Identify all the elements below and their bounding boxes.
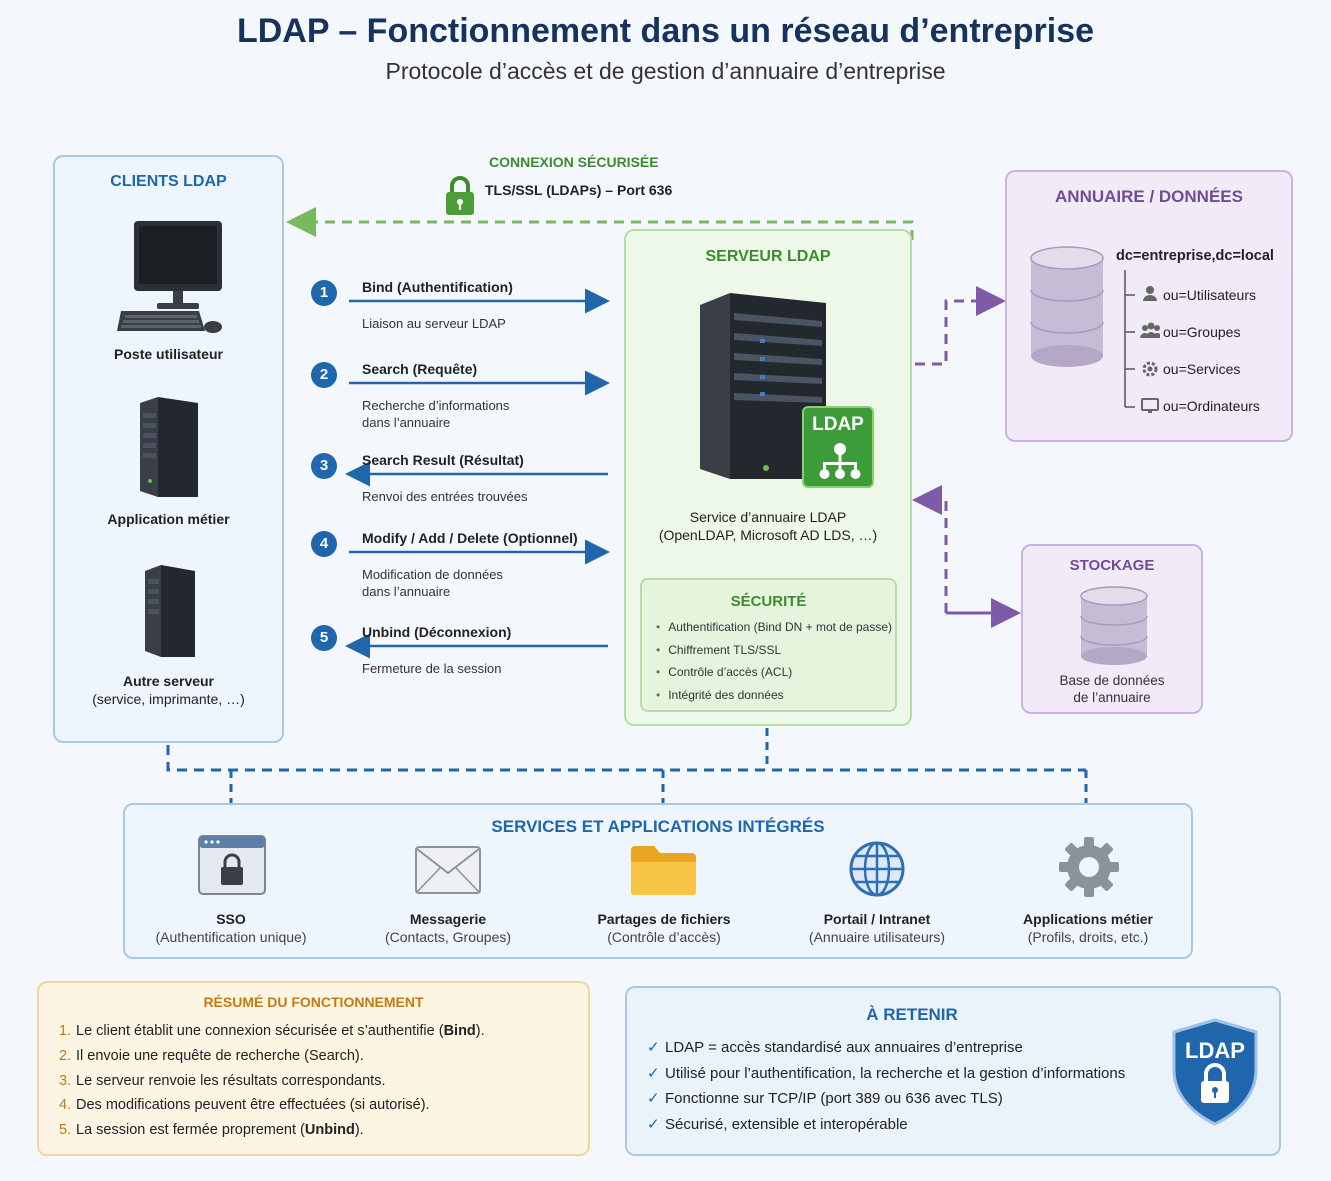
resume-title: RÉSUMÉ DU FONCTIONNEMENT — [203, 994, 424, 1010]
ou-item: ou=Services — [1163, 361, 1241, 377]
group-icon — [1140, 322, 1160, 338]
server-title: SERVEUR LDAP — [705, 248, 831, 265]
shield-badge-label: LDAP — [1185, 1038, 1245, 1063]
security-list: Authentification (Bind DN + mot de passe… — [656, 620, 892, 710]
gear-icon — [1059, 837, 1119, 897]
retenir-item: ✓Sécurisé, extensible et interopérable — [647, 1115, 908, 1133]
lock-window-icon — [198, 835, 266, 895]
retenir-title: À RETENIR — [866, 1005, 958, 1024]
step-4-desc: Modification de données dans l’annuaire — [362, 567, 503, 599]
ou-item: ou=Groupes — [1163, 324, 1241, 340]
gear-icon — [1142, 361, 1158, 377]
secure-connection-arrow — [286, 207, 914, 240]
step-3-desc: Renvoi des entrées trouvées — [362, 489, 528, 504]
resume-panel: RÉSUMÉ DU FONCTIONNEMENT 1.Le client éta… — [37, 981, 590, 1156]
retenir-list: ✓LDAP = accès standardisé aux annuaires … — [647, 1038, 1125, 1140]
retenir-item: ✓LDAP = accès standardisé aux annuaires … — [647, 1039, 1023, 1056]
retenir-item: ✓Utilisé pour l’authentification, la rec… — [647, 1064, 1126, 1082]
service-applications: Applications métier(Profils, droits, etc… — [1023, 911, 1153, 945]
secure-connection-detail: TLS/SSL (LDAPs) – Port 636 — [485, 182, 673, 198]
server-caption: Service d’annuaire LDAP(OpenLDAP, Micros… — [658, 509, 878, 543]
step-3-number: 3 — [311, 453, 337, 479]
service-partages: Partages de fichiers(Contrôle d’accès) — [597, 911, 731, 945]
step-5-title: Unbind (Déconnexion) — [362, 624, 512, 640]
services-title: SERVICES ET APPLICATIONS INTÉGRÉS — [491, 817, 825, 836]
annuaire-panel: ANNUAIRE / DONNÉES — [1005, 170, 1293, 442]
retenir-item: ✓Fonctionne sur TCP/IP (port 389 ou 636 … — [647, 1090, 1003, 1107]
app-server-icon — [140, 397, 198, 497]
step-1-desc: Liaison au serveur LDAP — [362, 316, 506, 331]
stockage-title: STOCKAGE — [1069, 557, 1155, 574]
ldap-badge: LDAP — [802, 406, 874, 488]
step-2-number: 2 — [311, 362, 337, 388]
security-title: SÉCURITÉ — [730, 593, 807, 610]
step-4-title: Modify / Add / Delete (Optionnel) — [362, 530, 578, 546]
padlock-icon — [446, 176, 474, 215]
annuaire-title: ANNUAIRE / DONNÉES — [1055, 187, 1243, 206]
database-icon — [1030, 246, 1104, 367]
server-annuaire-arrow — [915, 286, 1006, 366]
security-item: Contrôle d’accès (ACL) — [656, 665, 892, 688]
retenir-panel: À RETENIR ✓LDAP = accès standardisé aux … — [625, 986, 1281, 1156]
resume-item: 3.Le serveur renvoie les résultats corre… — [59, 1072, 386, 1089]
resume-item: 5.La session est fermée proprement (Unbi… — [59, 1122, 364, 1139]
client-label-app: Application métier — [107, 511, 230, 527]
monitor-icon — [1141, 398, 1159, 413]
ou-item: ou=Utilisateurs — [1163, 287, 1256, 303]
service-messagerie: Messagerie(Contacts, Groupes) — [384, 911, 512, 945]
database-icon — [1080, 586, 1148, 665]
step-5-number: 5 — [311, 625, 337, 651]
step-3-title: Search Result (Résultat) — [362, 452, 524, 468]
client-label-other: Autre serveur(service, imprimante, …) — [92, 673, 245, 707]
page-title: LDAP – Fonctionnement dans un réseau d’e… — [236, 12, 1095, 50]
security-item: Chiffrement TLS/SSL — [656, 643, 892, 666]
service-portail: Portail / Intranet(Annuaire utilisateurs… — [808, 911, 946, 945]
hierarchy-icon — [819, 443, 861, 479]
user-icon — [1143, 286, 1157, 301]
step-1-number: 1 — [311, 280, 337, 306]
ou-item: ou=Ordinateurs — [1163, 398, 1260, 414]
tree-lines — [1124, 270, 1160, 413]
security-item: Authentification (Bind DN + mot de passe… — [656, 620, 892, 643]
resume-item: 1.Le client établit une connexion sécuri… — [59, 1023, 485, 1039]
secure-connection-title: CONNEXION SÉCURISÉE — [489, 154, 659, 170]
resume-item: 4.Des modifications peuvent être effectu… — [59, 1097, 430, 1114]
resume-item: 2.Il envoie une requête de recherche (Se… — [59, 1047, 364, 1064]
step-5-desc: Fermeture de la session — [362, 661, 502, 676]
clients-panel: CLIENTS LDAP Poste utilisateur Applicati… — [53, 155, 284, 743]
other-server-icon — [145, 565, 195, 657]
page-subtitle: Protocole d’accès et de gestion d’annuai… — [385, 58, 946, 84]
service-sso: SSO(Authentification unique) — [155, 911, 307, 945]
ldap-shield-icon — [1172, 1018, 1258, 1126]
clients-title: CLIENTS LDAP — [110, 173, 227, 190]
annuaire-root: dc=entreprise,dc=local — [1116, 248, 1274, 264]
step-2-desc: Recherche d’informations dans l’annuaire — [362, 398, 510, 430]
workstation-icon — [117, 221, 222, 333]
services-bus — [166, 745, 1086, 772]
envelope-icon — [415, 846, 481, 894]
step-2-title: Search (Requête) — [362, 361, 478, 377]
client-label-workstation: Poste utilisateur — [114, 346, 223, 362]
step-1-title: Bind (Authentification) — [362, 279, 513, 295]
stockage-server-arrow — [912, 485, 1014, 615]
resume-list: 1.Le client établit une connexion sécuri… — [59, 1023, 485, 1147]
security-item: Intégrité des données — [656, 688, 892, 711]
step-4-number: 4 — [311, 531, 337, 557]
security-panel: SÉCURITÉ Authentification (Bind DN + mot… — [640, 578, 897, 712]
globe-icon — [849, 841, 905, 897]
folder-icon — [631, 846, 696, 895]
